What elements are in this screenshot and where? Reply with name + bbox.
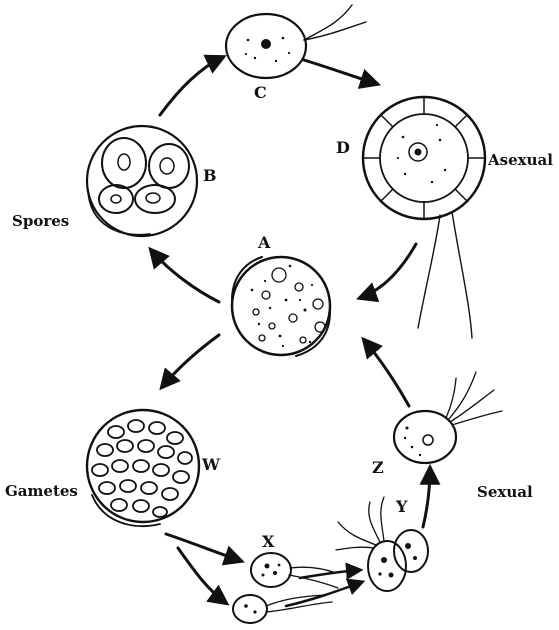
arrow-b-to-c: [160, 57, 223, 115]
arrow-y-to-z: [423, 468, 430, 527]
label-asexual: Asexual: [488, 151, 553, 169]
label-cell-d: D: [336, 138, 350, 157]
arrow-d-to-a: [360, 244, 416, 298]
cell-c: [226, 5, 366, 78]
cell-y: [336, 497, 428, 591]
label-cell-z: Z: [372, 458, 384, 477]
cell-a: [232, 257, 330, 356]
label-cell-a: A: [258, 233, 270, 252]
cell-d: [363, 97, 485, 338]
cycle-arrows: [151, 57, 430, 606]
arrow-a-to-w: [162, 335, 219, 387]
arrow-w-to-x2: [178, 548, 226, 603]
arrow-c-to-d: [304, 60, 377, 84]
cell-z: [394, 372, 502, 463]
label-cell-c: C: [254, 83, 267, 102]
cell-w: [87, 410, 199, 526]
cell-x: [233, 553, 338, 623]
cell-b: [87, 126, 197, 236]
label-spores: Spores: [12, 212, 69, 230]
label-gametes: Gametes: [5, 482, 78, 500]
label-cell-w: W: [202, 455, 220, 474]
label-cell-x: X: [262, 532, 274, 551]
label-sexual: Sexual: [477, 483, 533, 501]
label-cell-y: Y: [396, 497, 407, 516]
arrow-z-to-a: [364, 340, 409, 406]
arrow-a-to-b: [151, 250, 219, 302]
label-cell-b: B: [203, 166, 217, 185]
